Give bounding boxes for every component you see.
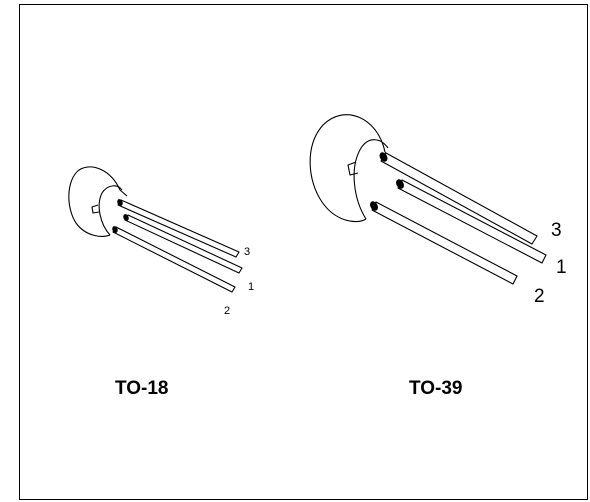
to18-can-body (68, 166, 121, 237)
figure-frame (19, 4, 588, 500)
to18-pin-3 (117, 199, 240, 258)
to18-package-drawing (68, 166, 243, 293)
to39-can-body (309, 114, 386, 223)
to18-pin-label-1: 1 (248, 281, 254, 293)
to39-package-drawing (309, 114, 547, 285)
to18-pin-label-2: 2 (224, 305, 230, 317)
to39-tab (347, 161, 359, 176)
to18-label: TO-18 (115, 378, 169, 399)
to39-pin-1 (397, 179, 547, 264)
to18-can-flange (119, 189, 128, 197)
to39-label: TO-39 (409, 378, 463, 399)
to39-pin-label-1: 1 (556, 257, 567, 278)
to39-pin-3 (380, 152, 538, 245)
to18-pin-label-3: 3 (244, 246, 250, 258)
to18-can-face (98, 185, 123, 236)
to39-can-face (353, 139, 389, 220)
to39-pin-label-3: 3 (551, 220, 562, 241)
to18-tab (91, 204, 100, 214)
to39-pin-label-2: 2 (534, 286, 545, 307)
